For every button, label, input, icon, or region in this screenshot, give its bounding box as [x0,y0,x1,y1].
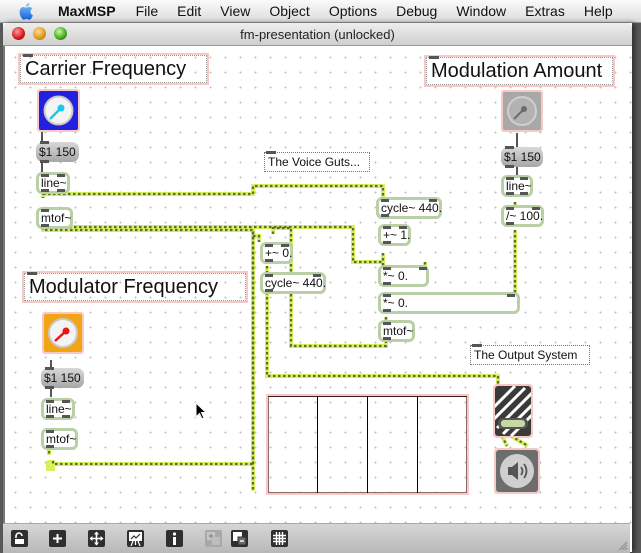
modulation-dial[interactable] [501,90,543,132]
comment-text: The Output System [474,348,578,362]
message-text: $1 150 [39,145,76,159]
grid-icon[interactable] [271,530,288,547]
carrier-dial[interactable] [37,89,80,132]
modulation-divide-object[interactable]: /~ 100. [501,205,544,227]
message-text: $1 150 [44,371,81,385]
scope-column [318,396,368,493]
mouse-cursor-icon [195,402,208,420]
voice-cycle-left-object[interactable]: cycle~ 440. [260,272,326,294]
menu-view[interactable]: View [220,3,251,19]
close-button[interactable] [12,27,25,40]
voice-mtof-object[interactable]: mtof~ [378,320,415,342]
object-text: line~ [506,179,532,193]
modulator-dial[interactable] [42,312,84,354]
patcher-canvas[interactable]: Carrier Frequency Modulation Amount Modu… [3,46,632,523]
lock-icon[interactable] [11,530,28,547]
minimize-button[interactable] [33,27,46,40]
new-object-icon[interactable] [49,530,66,547]
object-text: mtof~ [46,432,77,446]
patcher-toolbar [3,523,630,553]
comment-voice-guts[interactable]: The Voice Guts... [264,151,370,172]
add-to-presentation-icon[interactable] [205,530,222,547]
modulator-line-object[interactable]: line~ [41,398,75,420]
scope-column [268,396,318,493]
comment-text: The Voice Guts... [268,155,361,169]
resize-grip-icon[interactable] [618,541,628,551]
object-text: +~ 1. [383,228,411,242]
object-text: mtof~ [41,211,72,225]
object-text: cycle~ 440. [381,201,443,215]
menu-options[interactable]: Options [328,3,378,19]
dial-icon [503,92,541,130]
modulator-mtof-object[interactable]: mtof~ [41,428,78,450]
message-text: $1 150 [504,150,541,164]
comment-text: Modulator Frequency [29,276,218,298]
menu-debug[interactable]: Debug [396,3,438,19]
inspector-icon[interactable] [166,530,183,547]
dial-icon [39,91,78,130]
modulator-message-box[interactable]: $1 150 [41,367,84,389]
scope-column [368,396,418,493]
gain-slider[interactable] [493,384,533,438]
remove-from-presentation-icon[interactable] [231,530,248,547]
scope-display[interactable] [266,394,469,495]
speaker-icon [496,450,538,492]
menu-help[interactable]: Help [583,3,613,19]
comment-output-system[interactable]: The Output System [470,344,590,365]
carrier-message-box[interactable]: $1 150 [36,141,79,163]
modulation-line-object[interactable]: line~ [501,175,533,197]
comment-modulation-amount[interactable]: Modulation Amount [424,55,615,87]
voice-plus-zero-object[interactable]: +~ 0. [260,242,293,264]
object-text: cycle~ 440. [265,276,327,290]
menu-file[interactable]: File [135,3,159,19]
object-text: mtof~ [383,324,414,338]
menu-maxmsp[interactable]: MaxMSP [58,3,116,19]
comment-text: Carrier Frequency [25,58,187,80]
patcher-window: fm-presentation (unlocked) [3,23,632,553]
voice-times-b-object[interactable]: *~ 0. [378,292,520,314]
object-text: line~ [46,402,72,416]
voice-plus-one-object[interactable]: +~ 1. [378,224,411,246]
speaker-button[interactable] [494,448,540,494]
move-icon[interactable] [88,530,105,547]
comment-carrier-frequency[interactable]: Carrier Frequency [18,53,209,85]
zoom-button[interactable] [54,27,67,40]
object-text: *~ 0. [383,296,409,310]
comment-modulator-frequency[interactable]: Modulator Frequency [22,271,248,303]
dial-icon [44,314,82,352]
object-text: line~ [41,176,67,190]
carrier-mtof-object[interactable]: mtof~ [36,207,73,229]
striped-gain-slider-icon [495,386,531,436]
object-text: *~ 0. [383,269,409,283]
window-title: fm-presentation (unlocked) [240,27,395,42]
modulation-message-box[interactable]: $1 150 [501,146,543,168]
menu-edit[interactable]: Edit [177,3,202,19]
object-text: /~ 100. [506,209,544,223]
title-bar[interactable]: fm-presentation (unlocked) [3,23,632,46]
menu-extras[interactable]: Extras [525,3,565,19]
menu-object[interactable]: Object [269,3,310,19]
menu-window[interactable]: Window [456,3,507,19]
object-text: +~ 0. [265,246,293,260]
apple-icon[interactable] [18,2,36,20]
voice-times-a-object[interactable]: *~ 0. [378,265,429,287]
menu-bar: MaxMSP File Edit View Object Options Deb… [0,0,641,23]
comment-text: Modulation Amount [431,60,603,82]
carrier-line-object[interactable]: line~ [36,172,70,194]
presentation-icon[interactable] [127,530,144,547]
voice-cycle-top-object[interactable]: cycle~ 440. [376,197,442,219]
